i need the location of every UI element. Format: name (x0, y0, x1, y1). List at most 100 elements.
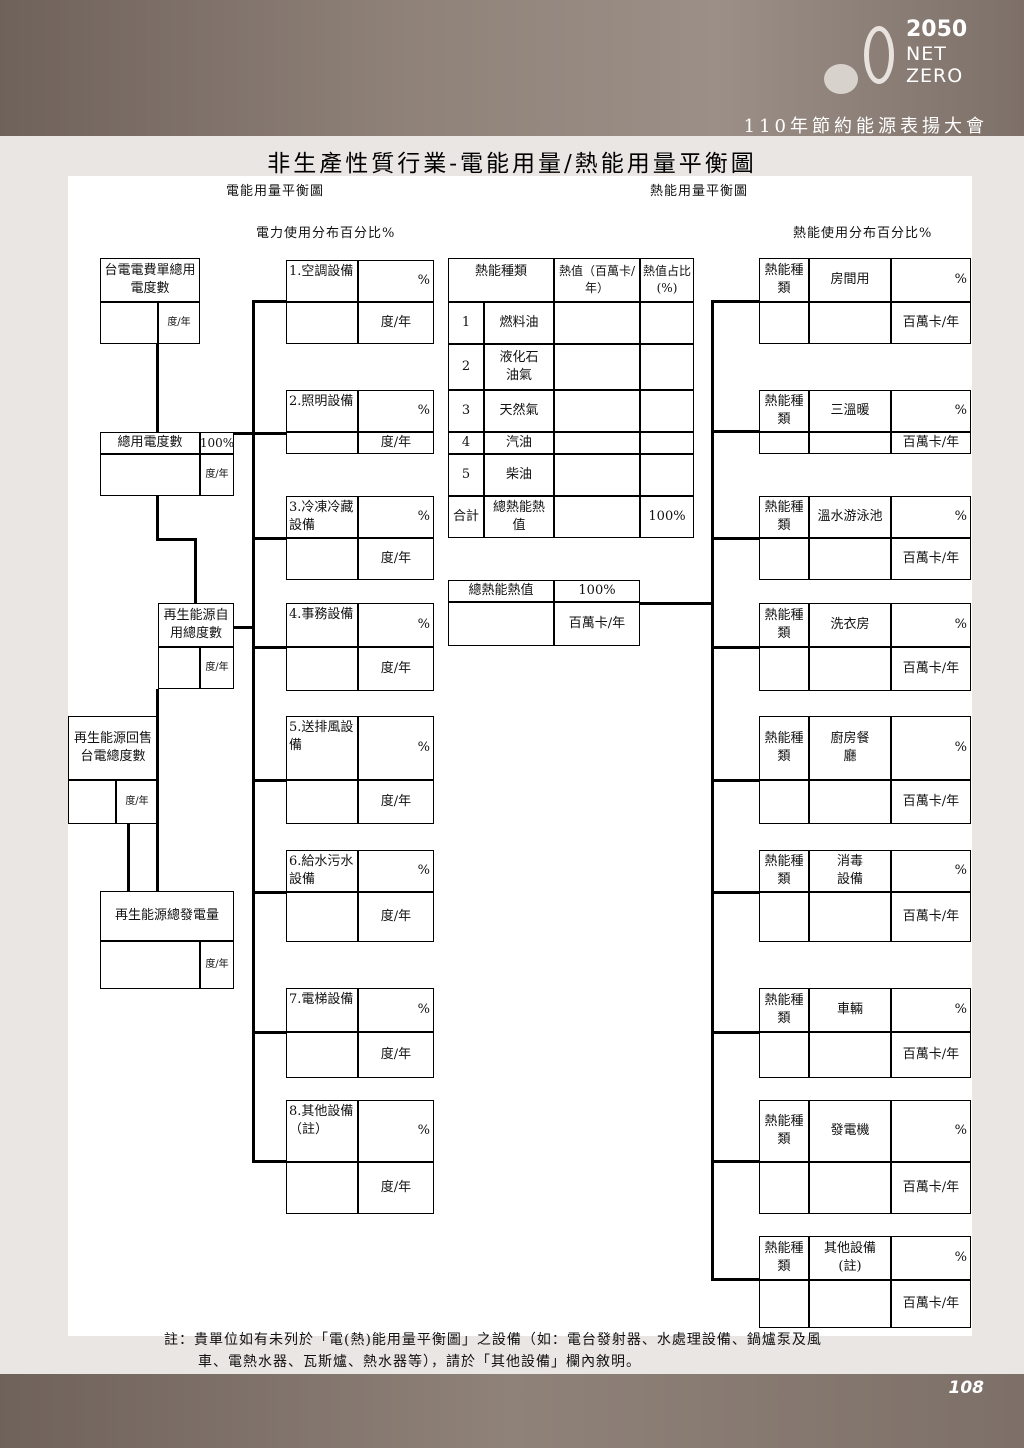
connector (711, 1031, 759, 1034)
renew-self-label: 再生能源自用總度數 (158, 603, 234, 647)
connector (252, 537, 286, 540)
electric-heading: 電能用量平衡圖 (226, 184, 325, 199)
logo-ring-icon (864, 26, 894, 84)
heat-use-value2[interactable] (809, 780, 891, 824)
renew-sell-value[interactable] (68, 780, 116, 824)
renew-self-unit: 度/年 (200, 647, 234, 689)
equipment-pct[interactable]: % (358, 260, 434, 302)
heat-use-pct[interactable]: % (891, 603, 971, 647)
renew-self-value[interactable] (158, 647, 200, 689)
heat-use-unit: 百萬卡/年 (891, 1162, 971, 1214)
equipment-pct[interactable]: % (358, 1100, 434, 1162)
heat-use-value2[interactable] (809, 647, 891, 691)
table-total-value[interactable] (554, 496, 640, 538)
heat-use-pct[interactable]: % (891, 850, 971, 892)
table-row-pct[interactable] (640, 390, 694, 432)
table-row-pct[interactable] (640, 432, 694, 454)
thermal-dist-heading: 熱能使用分布百分比% (793, 226, 933, 241)
heat-use-value[interactable] (759, 1280, 809, 1328)
equipment-value[interactable] (286, 780, 358, 824)
connector (156, 689, 159, 892)
renew-sell-unit: 度/年 (116, 780, 158, 824)
heat-use-pct[interactable]: % (891, 496, 971, 538)
connector (252, 646, 286, 649)
table-row-name: 汽油 (484, 432, 554, 454)
renew-total-unit: 度/年 (200, 941, 234, 989)
heat-use-pct[interactable]: % (891, 1100, 971, 1162)
table-row-pct[interactable] (640, 302, 694, 344)
heat-use-value[interactable] (759, 1032, 809, 1078)
equipment-value[interactable] (286, 647, 358, 691)
heat-use-pct[interactable]: % (891, 258, 971, 302)
heat-use-value2[interactable] (809, 1280, 891, 1328)
renew-total-value[interactable] (100, 941, 200, 989)
heat-use-type-label: 熱能種類 (759, 603, 809, 647)
heat-use-pct[interactable]: % (891, 390, 971, 432)
heat-use-pct[interactable]: % (891, 1236, 971, 1280)
heat-use-value[interactable] (759, 647, 809, 691)
heat-use-value[interactable] (759, 538, 809, 580)
equipment-value[interactable] (286, 538, 358, 580)
heat-use-value2[interactable] (809, 302, 891, 344)
equipment-unit: 度/年 (358, 432, 434, 454)
heat-use-value[interactable] (759, 1162, 809, 1214)
heat-use-value[interactable] (759, 302, 809, 344)
total-power-label: 總用電度數 (100, 432, 200, 454)
equipment-value[interactable] (286, 432, 358, 454)
table-total-pct: 100% (640, 496, 694, 538)
page-number: 108 (948, 1378, 985, 1398)
heat-use-unit: 百萬卡/年 (891, 780, 971, 824)
equipment-pct[interactable]: % (358, 850, 434, 892)
equipment-pct[interactable]: % (358, 716, 434, 780)
form-paper (68, 176, 972, 1336)
equipment-value[interactable] (286, 302, 358, 344)
heat-total-value[interactable] (448, 602, 554, 646)
heat-use-name: 溫水游泳池 (809, 496, 891, 538)
renew-sell-label: 再生能源回售台電總度數 (68, 716, 158, 780)
heat-use-unit: 百萬卡/年 (891, 302, 971, 344)
heat-use-value2[interactable] (809, 1162, 891, 1214)
bill-box-value[interactable] (100, 302, 158, 344)
equipment-label: 7.電梯設備 (286, 988, 358, 1032)
table-header-value: 熱值（百萬卡/年） (554, 258, 640, 302)
table-row-pct[interactable] (640, 454, 694, 496)
heat-use-value2[interactable] (809, 1032, 891, 1078)
connector (252, 891, 286, 894)
heat-use-pct[interactable]: % (891, 716, 971, 780)
heat-use-value2[interactable] (809, 892, 891, 942)
total-power-value[interactable] (100, 454, 200, 496)
heat-use-value[interactable] (759, 432, 809, 454)
heat-use-value2[interactable] (809, 538, 891, 580)
bill-box-unit: 度/年 (158, 302, 200, 344)
equipment-pct[interactable]: % (358, 988, 434, 1032)
table-row-pct[interactable] (640, 344, 694, 390)
table-row-value[interactable] (554, 302, 640, 344)
equipment-value[interactable] (286, 892, 358, 942)
total-power-pct: 100% (200, 432, 234, 454)
heat-use-name: 房間用 (809, 258, 891, 302)
connector (252, 1160, 286, 1163)
heat-use-pct[interactable]: % (891, 988, 971, 1032)
equipment-label: 2.照明設備 (286, 390, 358, 432)
table-row-value[interactable] (554, 390, 640, 432)
table-row-value[interactable] (554, 344, 640, 390)
page-title: 非生產性質行業-電能用量/熱能用量平衡圖 (267, 151, 757, 177)
equipment-pct[interactable]: % (358, 496, 434, 538)
table-row-no: 2 (448, 344, 484, 390)
table-row-no: 5 (448, 454, 484, 496)
renew-total-label: 再生能源總發電量 (100, 891, 234, 941)
electric-trunk-line (252, 300, 255, 1162)
heat-use-value2[interactable] (809, 432, 891, 454)
connector (711, 1160, 759, 1163)
equipment-pct[interactable]: % (358, 603, 434, 647)
table-row-value[interactable] (554, 432, 640, 454)
equipment-unit: 度/年 (358, 1032, 434, 1078)
table-row-name: 柴油 (484, 454, 554, 496)
heat-use-value[interactable] (759, 780, 809, 824)
heat-use-value[interactable] (759, 892, 809, 942)
equipment-label: 4.事務設備 (286, 603, 358, 647)
equipment-value[interactable] (286, 1162, 358, 1214)
equipment-value[interactable] (286, 1032, 358, 1078)
table-row-value[interactable] (554, 454, 640, 496)
equipment-pct[interactable]: % (358, 390, 434, 432)
